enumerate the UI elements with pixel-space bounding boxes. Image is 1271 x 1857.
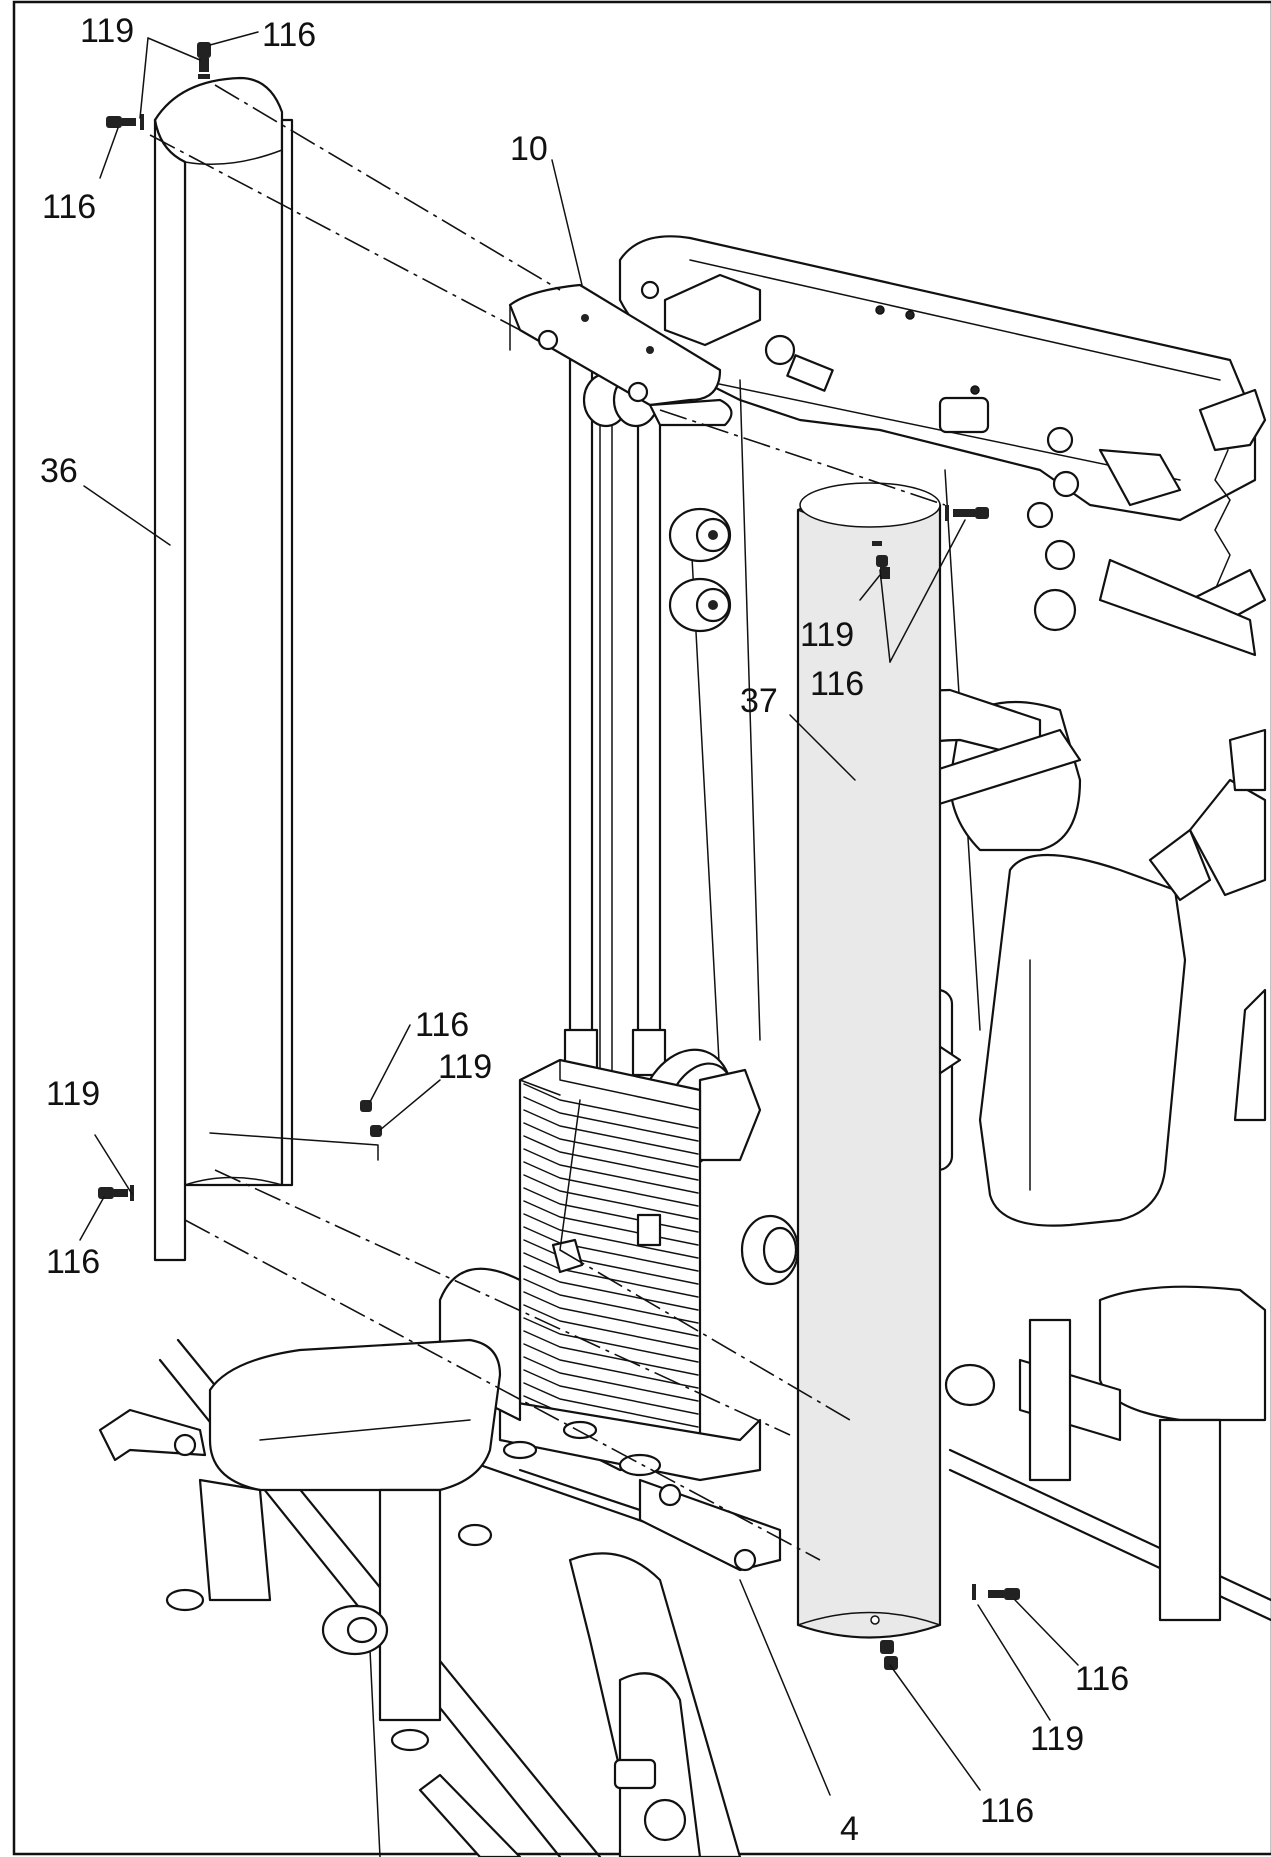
callout-116-topleft: 116 [42, 188, 96, 226]
bolt-116-mid-a [945, 505, 989, 521]
weight-plate-line [523, 1291, 699, 1337]
weight-plate-line [523, 1343, 699, 1389]
callout-119-lowmid: 119 [438, 1048, 492, 1086]
part-36-shroud [153, 76, 294, 1262]
callout-116-lowmid: 116 [415, 1006, 469, 1044]
callout-116-top: 116 [262, 16, 316, 54]
weight-plate-line [523, 1304, 699, 1350]
weight-plate-line [523, 1369, 699, 1415]
weight-plate-line [523, 1161, 699, 1207]
callout-116-bottom: 116 [980, 1792, 1034, 1830]
part-37-upright [796, 482, 942, 1639]
weight-plate-line [523, 1278, 699, 1324]
callout-119-mid: 119 [800, 616, 854, 654]
callout-37: 37 [740, 682, 778, 720]
weight-plate-line [523, 1083, 699, 1129]
fasteners [98, 42, 1020, 1670]
upper-frame [618, 235, 1267, 657]
weight-plate-line [523, 1213, 699, 1259]
washer-119-top [198, 74, 210, 79]
bolt-116-lowmid [360, 1100, 382, 1137]
guide-rods [563, 358, 667, 1077]
assembly-guidelines [149, 84, 946, 1561]
weight-plate-line [523, 1382, 699, 1428]
bolt-116-top [197, 42, 211, 72]
bolt-116-topleft [106, 114, 144, 130]
callout-116-br: 116 [1075, 1660, 1129, 1698]
bolt-116-bottom [880, 1640, 898, 1670]
weight-plate-line [523, 1122, 699, 1168]
callout-4: 4 [840, 1810, 859, 1848]
callout-36: 36 [40, 452, 78, 490]
front-seat [98, 1338, 502, 1752]
leader-lines [79, 31, 1079, 1796]
weight-plate-line [523, 1265, 699, 1311]
bolt-116-mid-b [872, 541, 890, 579]
weight-plate-line [523, 1317, 699, 1363]
callout-labels: 119 116 116 10 36 119 116 37 116 119 119… [40, 12, 1129, 1848]
weight-plate-line [523, 1096, 699, 1142]
part-10-bracket [508, 283, 733, 427]
weight-plate-line [523, 1174, 699, 1220]
callout-116-mid: 116 [810, 665, 864, 703]
weight-stack [498, 1058, 762, 1482]
callout-119-top: 119 [80, 12, 134, 50]
weight-plate-line [523, 1109, 699, 1155]
callout-10: 10 [510, 130, 548, 168]
bolt-116-br [972, 1584, 1020, 1600]
weight-plate-line [523, 1330, 699, 1376]
weight-plate-line [523, 1356, 699, 1402]
weight-plate-line [523, 1135, 699, 1181]
callout-119-left: 119 [46, 1075, 100, 1113]
callout-116-left: 116 [46, 1243, 100, 1281]
weight-plate-line [523, 1148, 699, 1194]
callout-119-br: 119 [1030, 1720, 1084, 1758]
